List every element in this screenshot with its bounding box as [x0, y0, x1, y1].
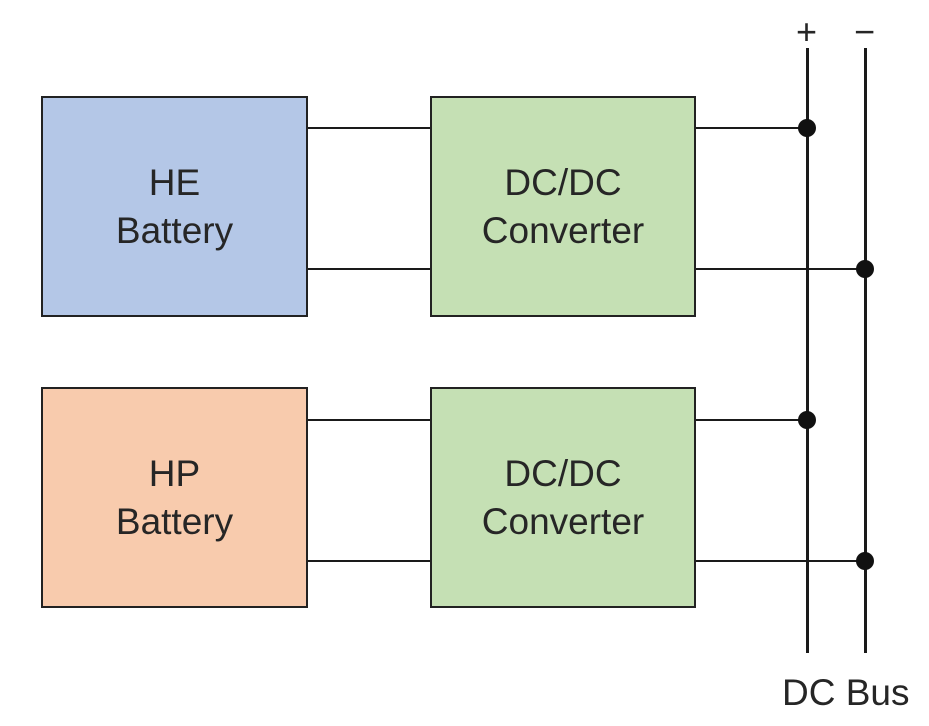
- wire-converter-top-to-minus-bus: [695, 268, 866, 270]
- wire-he-to-converter-negative: [307, 268, 431, 270]
- negative-bus-sign: −: [854, 11, 876, 52]
- converter-top-block: DC/DC Converter: [430, 96, 696, 317]
- junction-dot: [856, 552, 874, 570]
- he-battery-block: HE Battery: [41, 96, 308, 317]
- converter-top-line1: DC/DC: [504, 161, 622, 203]
- hp-battery-line1: HP: [148, 452, 201, 494]
- dc-bus-label: DC Bus: [782, 672, 910, 713]
- converter-top-line2: Converter: [481, 209, 645, 251]
- wire-converter-bottom-to-plus-bus: [695, 419, 808, 421]
- positive-bus-sign: +: [796, 11, 818, 52]
- junction-dot: [798, 411, 816, 429]
- wire-he-to-converter-positive: [307, 127, 431, 129]
- junction-dot: [856, 260, 874, 278]
- positive-bus-line: [806, 48, 809, 653]
- hp-battery-block: HP Battery: [41, 387, 308, 608]
- hp-battery-line2: Battery: [115, 500, 234, 542]
- converter-bottom-line2: Converter: [481, 500, 645, 542]
- negative-bus-line: [864, 48, 867, 653]
- wire-converter-top-to-plus-bus: [695, 127, 808, 129]
- he-battery-line1: HE: [148, 161, 201, 203]
- wire-hp-to-converter-positive: [307, 419, 431, 421]
- wire-converter-bottom-to-minus-bus: [695, 560, 866, 562]
- he-battery-line2: Battery: [115, 209, 234, 251]
- converter-bottom-block: DC/DC Converter: [430, 387, 696, 608]
- junction-dot: [798, 119, 816, 137]
- converter-bottom-line1: DC/DC: [504, 452, 622, 494]
- wire-hp-to-converter-negative: [307, 560, 431, 562]
